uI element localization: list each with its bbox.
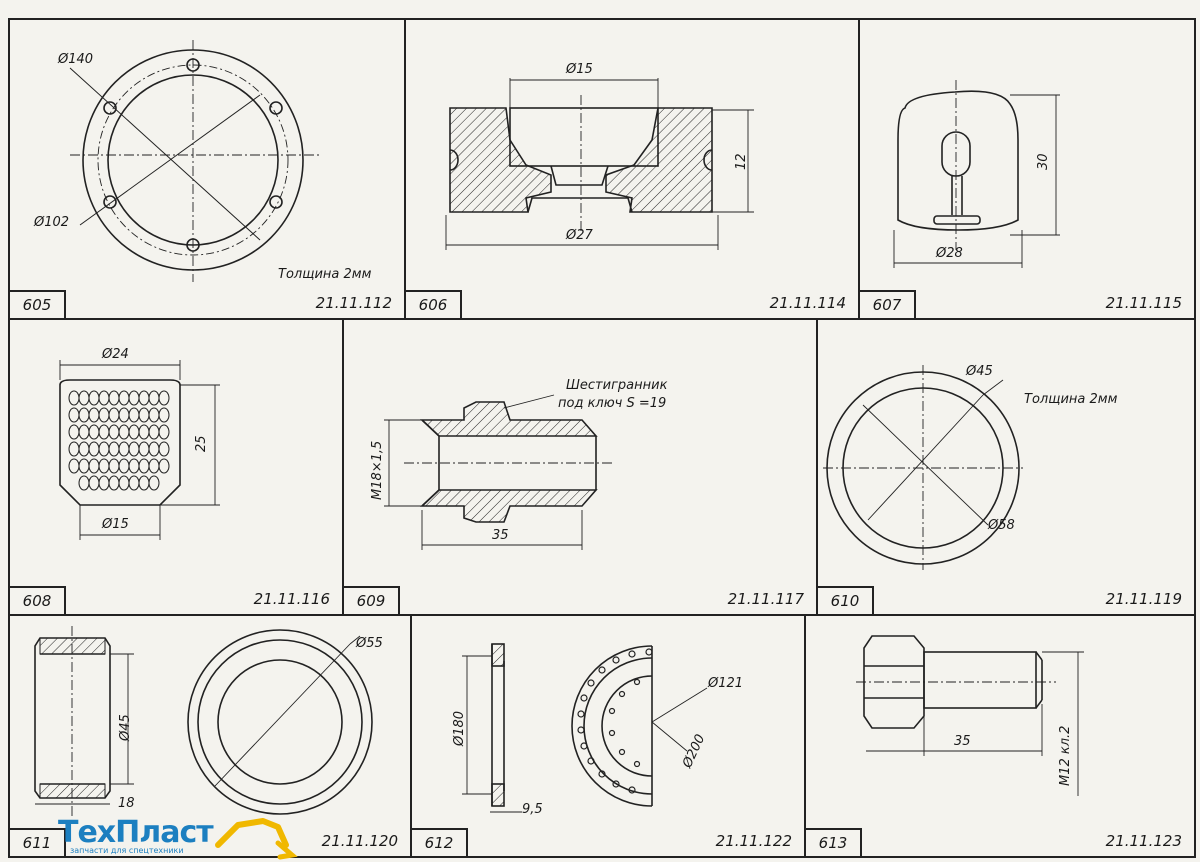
part-code: 21.11.117: [727, 590, 804, 608]
part-code: 21.11.114: [769, 294, 846, 312]
label-d2: Ø121: [708, 676, 744, 691]
drawing-613: [856, 635, 1084, 796]
panel-number: 608: [8, 586, 66, 616]
label-thread: M12 кл.2: [1058, 725, 1073, 786]
panel-number: 612: [410, 828, 468, 858]
label-len: 35: [954, 734, 971, 749]
part-code: 21.11.116: [253, 590, 330, 608]
drawing-607: [893, 80, 1060, 268]
drawing-609: [384, 394, 614, 550]
panel-number: 613: [804, 828, 862, 858]
label-d1: Ø24: [102, 347, 129, 362]
drawing-608: [59, 360, 220, 540]
label-d: Ø28: [936, 246, 963, 261]
logo-name: ТехПласт: [58, 815, 214, 850]
label-w: 9,5: [522, 802, 543, 817]
excavator-icon: [215, 818, 298, 860]
drawing-612: [462, 643, 708, 813]
logo-tagline: запчасти для спецтехники: [70, 846, 184, 855]
panel-number: 606: [404, 290, 462, 320]
panel-613: 35 M12 кл.2 613 21.11.123: [804, 614, 1196, 858]
label-d2: Ø15: [102, 517, 129, 532]
panel-606: Ø15 Ø27 12 606 21.11.114: [404, 18, 860, 320]
brand-logo: ТехПласт запчасти для спецтехники: [58, 815, 298, 861]
coil-row-1: [68, 390, 170, 406]
label-note: Толщина 2мм: [278, 267, 372, 282]
label-d1: Ø140: [58, 52, 94, 67]
panel-609: Шестигранник под ключ S =19 M18×1,5 35 6…: [342, 318, 818, 616]
part-code: 21.11.120: [321, 832, 398, 850]
label-h: 30: [1036, 153, 1051, 170]
panel-number: 610: [816, 586, 874, 616]
bolt-circle: [97, 64, 289, 256]
label-d2: Ø27: [566, 228, 593, 243]
panel-610: Ø45 Ø58 Толщина 2мм 610 21.11.119: [816, 318, 1196, 616]
part-code: 21.11.119: [1105, 590, 1182, 608]
label-d1: Ø45: [118, 714, 133, 741]
drawing-606: [445, 78, 754, 250]
label-note1: Шестигранник: [566, 378, 668, 393]
panel-number: 607: [858, 290, 916, 320]
panel-number: 611: [8, 828, 66, 858]
label-d1: Ø45: [966, 364, 993, 379]
label-d1: Ø15: [566, 62, 593, 77]
label-d1: Ø180: [452, 710, 467, 746]
label-len: 35: [492, 528, 509, 543]
panel-number: 609: [342, 586, 400, 616]
panel-605: Ø140 Ø102 Толщина 2мм 605 21.11.112: [8, 18, 406, 320]
drawing-611: [34, 626, 373, 816]
label-d2: Ø58: [988, 518, 1015, 533]
label-note: Толщина 2мм: [1024, 392, 1118, 407]
panel-608: Ø24 Ø15 25 608 21.11.116: [8, 318, 344, 616]
label-h: 12: [734, 153, 749, 170]
part-code: 21.11.112: [315, 294, 392, 312]
panel-607: 30 Ø28 607 21.11.115: [858, 18, 1196, 320]
part-code: 21.11.123: [1105, 832, 1182, 850]
drawing-610: [823, 365, 1023, 570]
label-note2: под ключ S =19: [558, 396, 667, 411]
label-d2: Ø102: [34, 215, 70, 230]
drawing-605: [69, 40, 320, 282]
label-w: 18: [118, 796, 135, 811]
label-h: 25: [194, 435, 209, 452]
label-d2: Ø55: [356, 636, 383, 651]
part-code: 21.11.115: [1105, 294, 1182, 312]
panel-612: Ø180 Ø121 Ø200 9,5 612 21.11.122: [410, 614, 806, 858]
label-thread: M18×1,5: [370, 440, 385, 500]
panel-611: Ø45 Ø55 18 611 21.11.120: [8, 614, 412, 858]
part-code: 21.11.122: [715, 832, 792, 850]
panel-number: 605: [8, 290, 66, 320]
